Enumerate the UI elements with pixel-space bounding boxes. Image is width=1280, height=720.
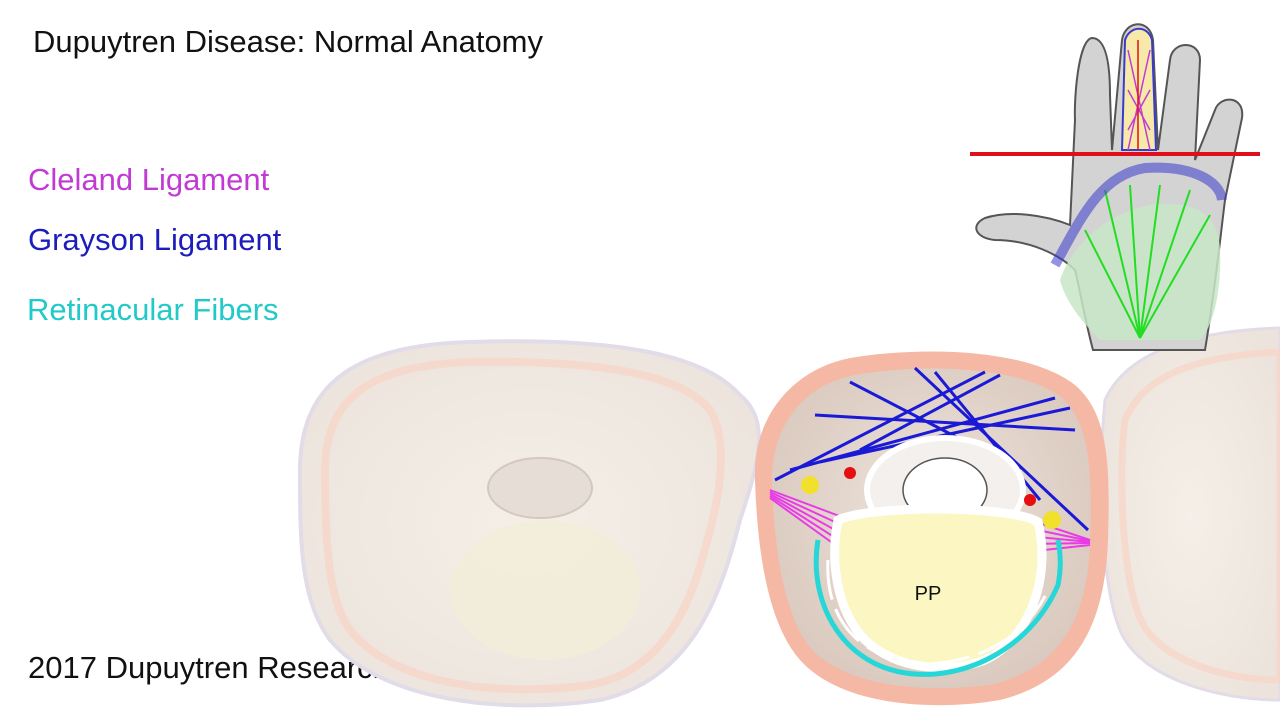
digital-artery-right — [1024, 494, 1036, 506]
legend-retinacular-fibers: Retinacular Fibers — [27, 292, 279, 327]
legend-cleland-ligament: Cleland Ligament — [28, 162, 270, 197]
right-finger-section — [1100, 326, 1280, 702]
retinacular-fibers — [813, 539, 1063, 677]
bone-label-pp: PP — [915, 583, 942, 605]
digital-nerve-right — [1043, 511, 1061, 529]
left-finger-section — [297, 339, 761, 708]
page-title: Dupuytren Disease: Normal Anatomy — [33, 24, 544, 59]
hand-overview-illustration — [975, 23, 1244, 351]
digital-artery-left — [844, 467, 856, 479]
palmar-fascia-bands — [1084, 184, 1211, 339]
highlighted-finger — [1120, 27, 1158, 151]
legend-grayson-ligament: Grayson Ligament — [28, 222, 282, 257]
central-finger-section: PP — [754, 351, 1109, 706]
digital-nerve-left — [801, 476, 819, 494]
